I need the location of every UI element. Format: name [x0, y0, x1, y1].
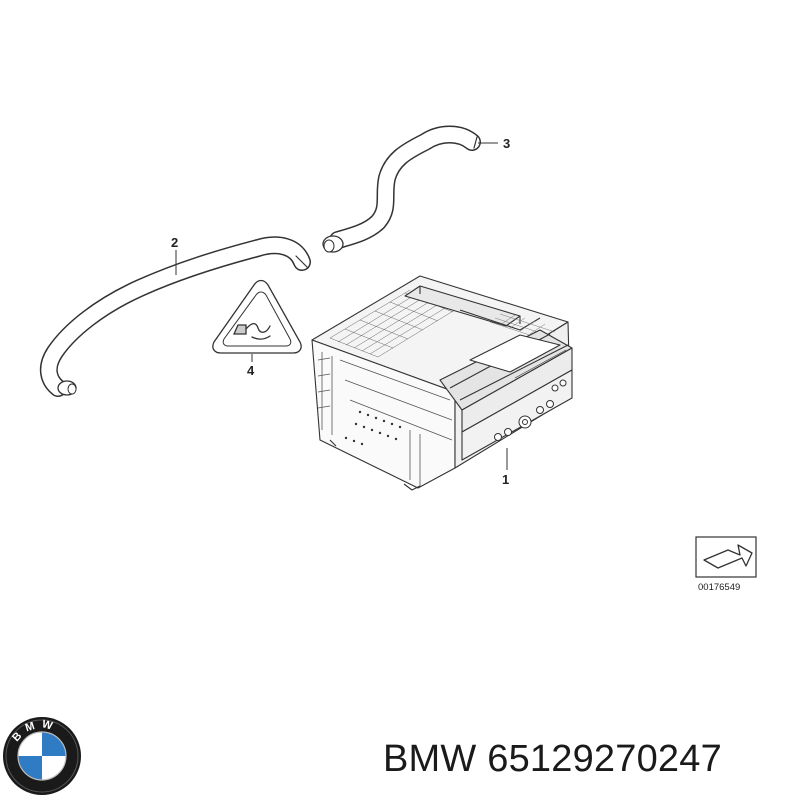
callout-part-4: 4 [247, 363, 255, 378]
diagram-reference-number: 00176549 [698, 582, 740, 593]
navigation-unit-part-1 [311, 275, 573, 491]
leader-lines [175, 142, 508, 470]
footer-brand: BMW [383, 738, 477, 780]
bmw-roundel-icon: BMW [3, 717, 81, 795]
footer-part-label: BMW 65129270247 [383, 738, 722, 781]
callout-part-2: 2 [171, 235, 178, 250]
callout-part-3: 3 [503, 136, 510, 151]
callout-part-1: 1 [502, 472, 509, 487]
footer-part-number: 65129270247 [487, 738, 722, 780]
hose-part-2 [39, 236, 311, 397]
warning-triangle-icon [212, 279, 302, 354]
direction-arrow-icon [695, 536, 757, 578]
hose-part-3 [322, 125, 481, 253]
